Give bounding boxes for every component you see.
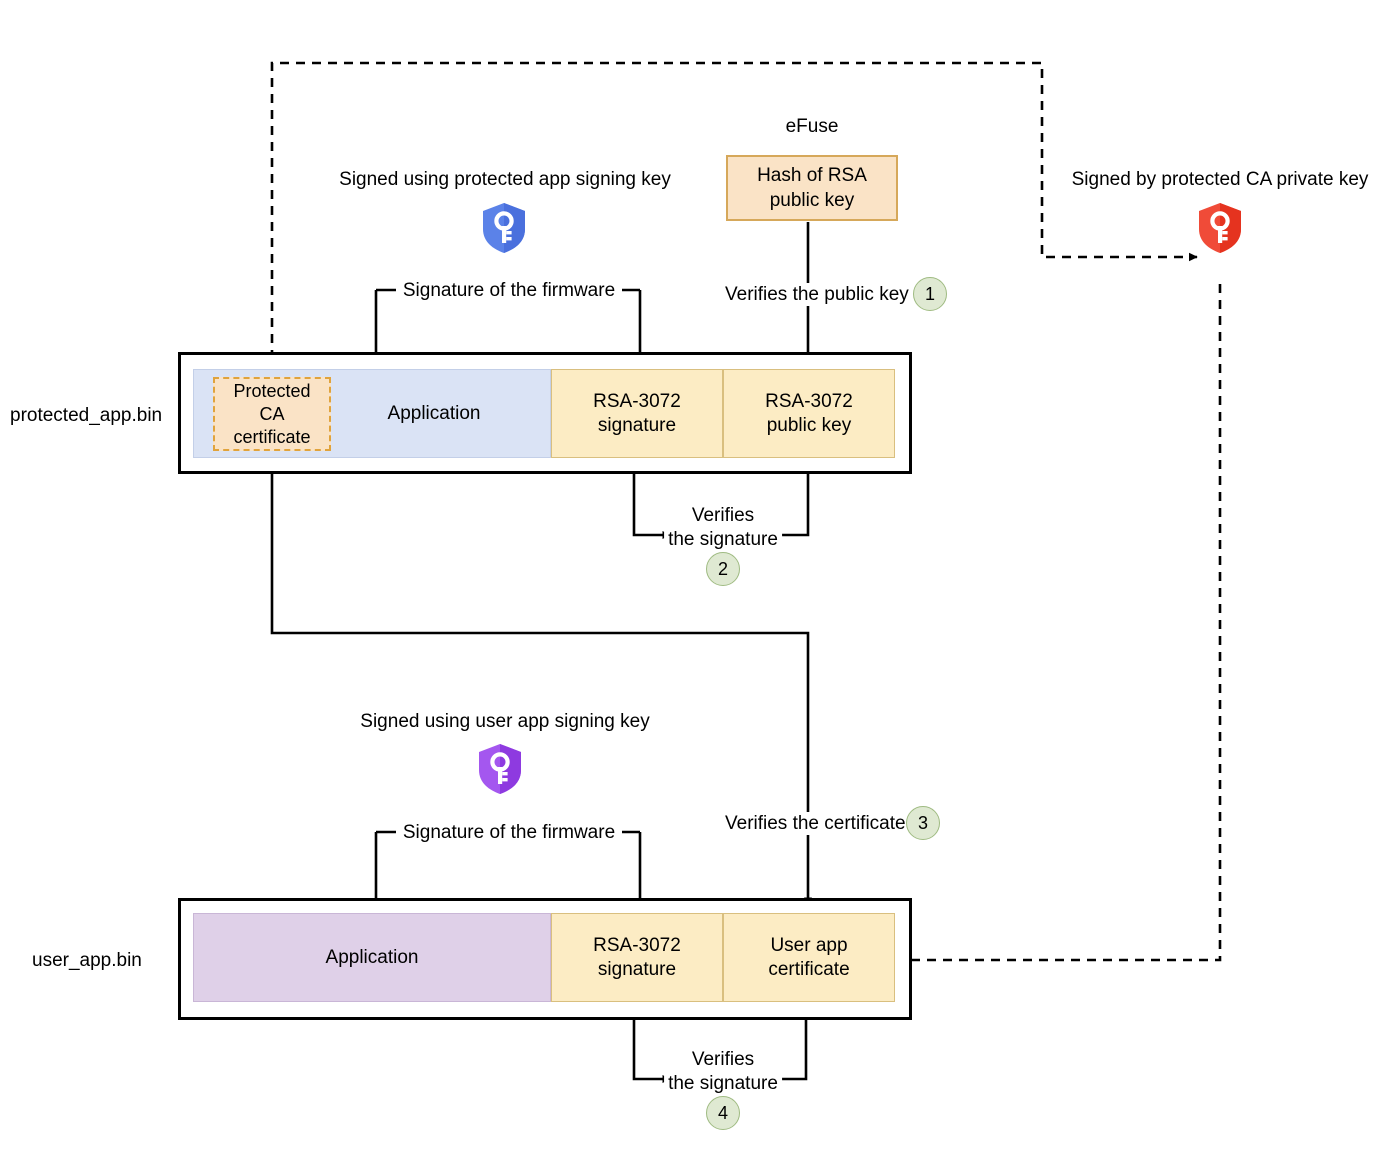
step-badge-3: 3 xyxy=(906,806,940,840)
label-signed-user-app: Signed using user app signing key xyxy=(360,711,650,732)
user-app-segment-rsa-signature: RSA-3072 signature xyxy=(551,913,723,1002)
user-app-segment-application: Application xyxy=(193,913,551,1002)
label-signature-of-firmware-bottom: Signature of the firmware xyxy=(398,821,620,844)
label-verifies-signature-bottom: Verifies the signature xyxy=(664,1048,782,1096)
step-badge-2: 2 xyxy=(706,552,740,586)
label-verifies-signature-top: Verifies the signature xyxy=(664,504,782,552)
label-signed-ca-private: Signed by protected CA private key xyxy=(1071,169,1369,190)
label-verifies-certificate: Verifies the certificate xyxy=(722,812,909,835)
wire-verify-signature-top-right xyxy=(778,470,810,537)
protected-app-segment-ca-certificate: Protected CA certificate xyxy=(213,377,331,451)
label-protected-app-bin: protected_app.bin xyxy=(10,405,163,426)
label-user-app-bin: user_app.bin xyxy=(32,950,142,971)
shield-key-purple-icon xyxy=(477,743,523,795)
protected-app-segment-rsa-public-key: RSA-3072 public key xyxy=(723,369,895,458)
label-verifies-public-key: Verifies the public key xyxy=(722,283,912,306)
efuse-title: eFuse xyxy=(785,116,839,137)
step-badge-4: 4 xyxy=(706,1096,740,1130)
efuse-hash-box: Hash of RSA public key xyxy=(726,155,898,221)
protected-app-application-label: Application xyxy=(387,402,481,424)
shield-key-blue-icon xyxy=(481,202,527,254)
shield-key-red-icon xyxy=(1197,202,1243,254)
wire-red-shield-to-user-cert xyxy=(901,284,1222,965)
user-app-segment-user-certificate: User app certificate xyxy=(723,913,895,1002)
label-signature-of-firmware-top: Signature of the firmware xyxy=(398,279,620,302)
label-signed-protected-app: Signed using protected app signing key xyxy=(339,169,671,190)
step-badge-1: 1 xyxy=(913,277,947,311)
protected-app-segment-rsa-signature: RSA-3072 signature xyxy=(551,369,723,458)
